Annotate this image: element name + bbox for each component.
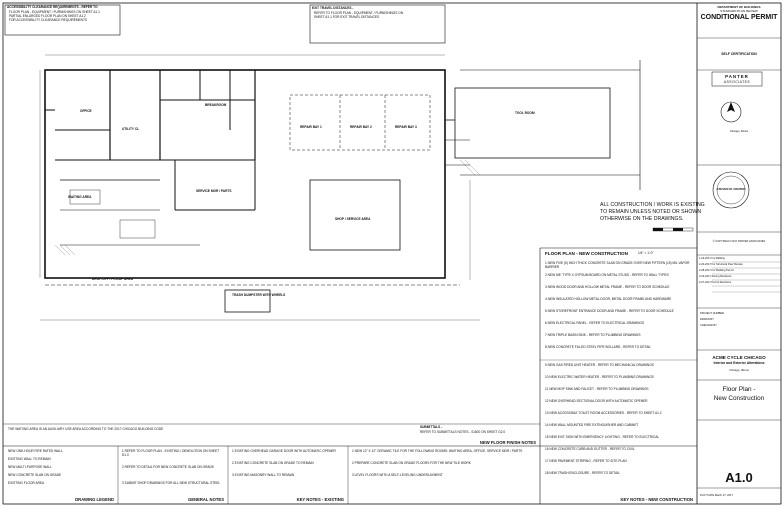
finish-note: 3 LEVEL FLOORS WITH A SELF-LEVELING UNDE… (352, 473, 443, 477)
sheet-number: A1.0 (725, 470, 753, 485)
dept-name: DEPARTMENT OF BUILDINGS (717, 5, 761, 9)
room-label: UTILITY CL (122, 127, 140, 131)
general-note: 3 SUBMIT SHOP DRAWINGS FOR ALL NEW STRUC… (122, 481, 221, 485)
keynote-existing: 5 NEW STOREFRONT ENTRANCE DOOR AND FRAME… (545, 309, 674, 313)
room-label: SERVICE MGR / PARTS (196, 189, 232, 193)
keynote-new: 18 NEW TRASH ENCLOSURE - REFER TO DETAIL (545, 471, 620, 475)
keynote-existing-bottom: 3 EXISTING MASONRY WALL TO REMAIN (232, 473, 295, 477)
submittals-title: SUBMITTALS - (420, 425, 443, 429)
revision-entry: 2-28-2017 For Building Permit (699, 269, 734, 272)
keynote-new: 16 NEW CONCRETE CURB AND GUTTER - REFER … (545, 447, 635, 451)
client-name: ACME CYCLE CHICAGO (712, 355, 766, 360)
existing-callout-line: OTHERWISE ON THE DRAWINGS. (600, 216, 684, 222)
section-header: KEY NOTES - EXISTING (296, 497, 344, 502)
section-header: NEW FLOOR FINISH NOTES (479, 440, 536, 445)
permit-status: CONDITIONAL PERMIT (700, 14, 778, 21)
keynote-existing: 3 NEW WOOD DOOR AND HOLLOW METAL FRAME -… (545, 285, 670, 289)
seal-name: STEVEN M. PANTER (716, 187, 746, 191)
room-label: WAITING AREA (68, 195, 92, 199)
room-label: TRASH DUMPSTER WITH WHEELS (232, 293, 286, 297)
legend-item: EXISTING WALL TO REMAIN (8, 457, 51, 461)
drawn-by: DRAWN BY (700, 318, 714, 321)
room-label: REPAIR BAY 2 (350, 125, 372, 129)
room-label: TOOL ROOM (515, 111, 535, 115)
plan-scale: 1/4" = 1'-0" (638, 251, 654, 255)
parking-note: THE WAITING AREA IS AN AUXILIARY USE ARE… (8, 427, 164, 431)
keynote-new: 14 NEW WALL MOUNTED FIRE EXTINGUISHER AN… (545, 423, 639, 427)
accessibility-note-title: ACCESSIBILITY CLEARANCE REQUIREMENTS - R… (7, 5, 98, 9)
submittals-text: REFER TO SUBMITTALS NOTES - 01600 ON SHE… (420, 430, 506, 434)
firm-logo-text: PANTER (725, 74, 749, 79)
keynote-new: 17 NEW PAVEMENT STRIPING - REFER TO SITE… (545, 459, 627, 463)
revision-entry: 3-27-2017 Permit Revisions (699, 281, 732, 284)
firm-address: Chicago, Illinois (729, 130, 749, 133)
keynote-existing: 7 NEW TRIPLE BASIN SINK - REFER TO PLUMB… (545, 333, 641, 337)
keynote-new: 10 NEW ELECTRIC WATER HEATER - REFER TO … (545, 375, 654, 379)
review-title: STANDARD PLAN REVIEW (720, 9, 758, 13)
keynote-existing: 1 NEW FIVE (5) INCH THICK CONCRETE SLAB … (545, 261, 690, 269)
self-cert: SELF CERTIFICATION (721, 52, 757, 56)
finish-note: 1 NEW 12" X 12" CERAMIC TILE FOR THE FOL… (352, 449, 523, 453)
section-header: DRAWING LEGEND (75, 497, 114, 502)
existing-callout-line: TO REMAIN UNLESS NOTED OR SHOWN (600, 209, 702, 215)
section-header: GENERAL NOTES (188, 497, 224, 502)
general-note: 2 REFER TO DETAIL FOR NEW CONCRETE SLAB … (122, 465, 214, 469)
legend-item: NEW ONE-HOUR FIRE RATED WALL (8, 449, 63, 453)
room-label: REPAIR BAY 3 (395, 125, 417, 129)
sheet-title: Floor Plan - (722, 386, 756, 393)
firm-logo-subtext: ASSOCIATES (723, 80, 751, 84)
keynote-existing: 2 NEW 5/8" TYPE X GYPSUM BOARD ON METAL … (545, 273, 669, 277)
project-address: Chicago, Illinois (729, 368, 749, 372)
project-type: Interior and Exterior Alterations (713, 361, 765, 365)
keynote-existing: 8 NEW CONCRETE FILLED STEEL PIPE BOLLARD… (545, 345, 651, 349)
keynote-new: 11 NEW MOP SINK AND FAUCET - REFER TO PL… (545, 387, 649, 391)
keynote-new: 9 NEW GAS FIRED UNIT HEATER - REFER TO M… (545, 363, 654, 367)
sheet-title: New Construction (713, 395, 765, 402)
room-label: DROP-OFF / PICKUP AREA (92, 277, 134, 281)
exit-travel-title: EXIT TRAVEL DISTANCES - (312, 6, 354, 10)
room-label: SHOP / SERVICE AREA (335, 217, 371, 221)
keynote-existing: 4 NEW INSULATED HOLLOW METAL DOOR, METAL… (545, 297, 672, 301)
accessibility-note-line: FLOOR PLAN - EQUIPMENT / FURNISHINGS ON … (9, 10, 100, 14)
finish-note: 2 PREPARE CONCRETE SLAB ON GRADE FLOORS … (352, 461, 471, 465)
revision-entry: 3-16-2017 Zoning Revisions (699, 275, 732, 278)
plan-title: FLOOR PLAN - NEW CONSTRUCTION (545, 251, 628, 256)
keynote-new: 15 NEW EXIT SIGN WITH EMERGENCY LIGHTING… (545, 435, 660, 439)
revision-entry: 1-23-2017 For Bidding (699, 257, 725, 260)
legend-item: EXISTING FLOOR AREA (8, 481, 45, 485)
keynote-existing-bottom: 1 EXISTING OVERHEAD GARAGE DOOR WITH AUT… (232, 449, 336, 453)
room-label: OFFICE (80, 109, 92, 113)
general-note: 1 REFER TO FLOOR PLAN - EXISTING / DEMOL… (122, 449, 220, 457)
plot-date: PLOT DATE March 27, 2017 (700, 494, 733, 497)
project-number: PROJECT NUMBER (700, 312, 725, 315)
legend-item: NEW MULTI-PURPOSE WALL (8, 465, 52, 469)
accessibility-note-line: FOR ACCESSIBILITY CLEARANCE REQUIREMENTS (9, 18, 88, 22)
exit-travel-line: SHEET A1.1 FOR EXIT TRAVEL DISTANCES (314, 15, 380, 19)
keynote-new: 13 NEW ACCESSIBLE TOILET ROOM ACCESSORIE… (545, 411, 662, 415)
accessibility-note-line: PARTIAL ENLARGED FLOOR PLAN ON SHEET A1.… (9, 14, 86, 18)
room-label: BREAKROOM (205, 103, 227, 107)
checked-by: CHECKED BY (700, 324, 717, 327)
section-header: KEY NOTES - NEW CONSTRUCTION (620, 497, 693, 502)
room-label: REPAIR BAY 1 (300, 125, 322, 129)
keynote-existing: 6 NEW ELECTRICAL PANEL - REFER TO ELECTR… (545, 321, 645, 325)
copyright: © COPYRIGHT 2017 PANTER ASSOCIATES (712, 240, 766, 243)
exit-travel-line: REFER TO FLOOR PLAN - EQUIPMENT / FURNIS… (314, 11, 404, 15)
keynote-existing-bottom: 2 EXISTING CONCRETE SLAB ON GRADE TO REM… (232, 461, 314, 465)
keynote-new: 12 NEW OVERHEAD SECTIONAL DOOR WITH AUTO… (545, 399, 648, 403)
revision-entry: 2-20-2017 For Structural Peer Review (699, 263, 743, 266)
existing-callout-line: ALL CONSTRUCTION / WORK IS EXISTING (600, 202, 705, 208)
legend-item: NEW CONCRETE SLAB ON GRADE (8, 473, 62, 477)
